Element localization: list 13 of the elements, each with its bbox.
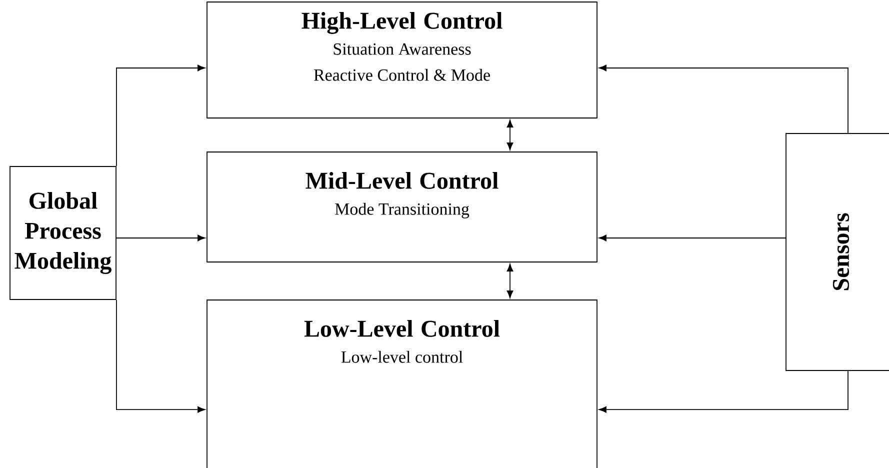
process-box: High-Level Control Situation Awareness Reactive Control & Mode — [206, 2, 598, 118]
arrow — [116, 300, 206, 413]
process-box: Global Process Modeling — [10, 166, 116, 300]
arrow — [116, 234, 206, 242]
arrow — [598, 234, 786, 242]
arrow — [598, 64, 848, 134]
arrow — [506, 120, 514, 150]
process-box: Low-Level Control Low-level control — [206, 300, 598, 468]
process-box: Mid-Level Control Mode Transitioning — [206, 152, 598, 262]
process-box: Sensors — [786, 133, 889, 371]
arrow — [506, 264, 514, 298]
arrow — [598, 370, 848, 413]
arrow — [116, 64, 206, 166]
